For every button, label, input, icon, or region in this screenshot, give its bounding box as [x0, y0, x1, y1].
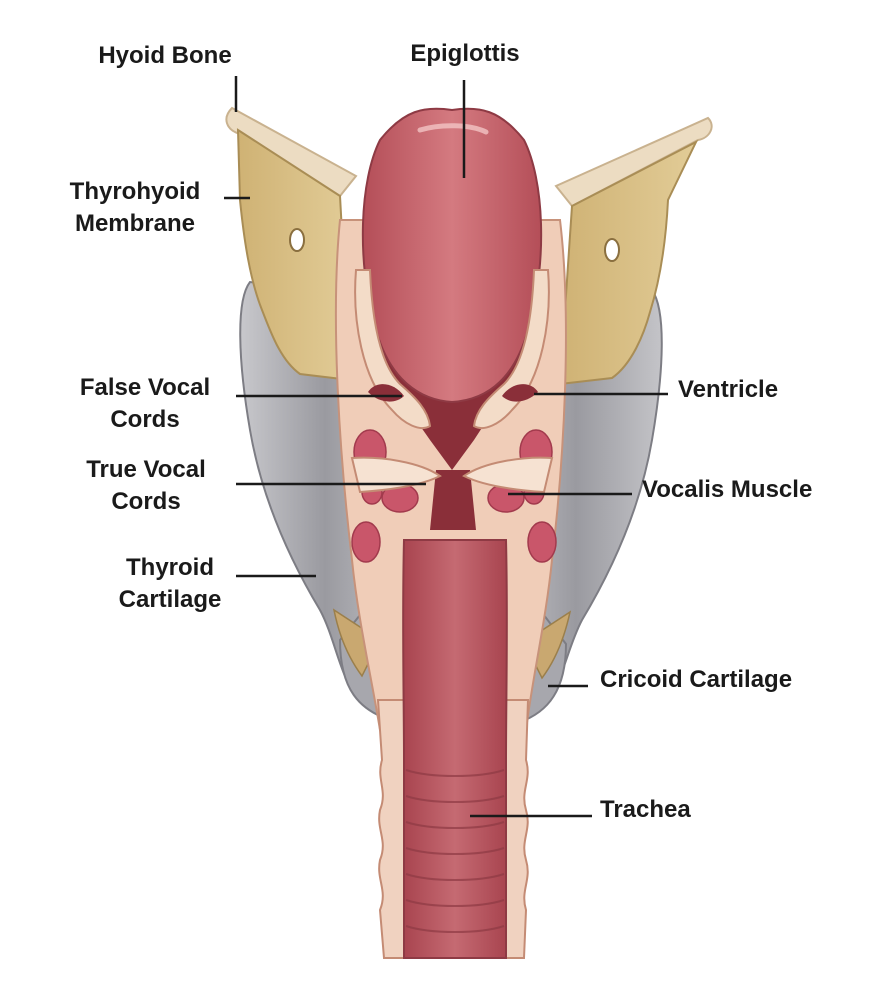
glottis-lumen	[430, 470, 476, 530]
label-ventricle-text: Ventricle	[678, 376, 779, 403]
label-hyoid-bone-text: Hyoid Bone	[98, 42, 232, 69]
epiglottis-highlight	[417, 123, 489, 135]
label-true-vocal-line2: Cords	[111, 488, 181, 515]
label-true-vocal-cords: True Vocal Cords	[66, 454, 226, 518]
label-true-vocal-line1: True Vocal	[86, 456, 206, 483]
leader-lines	[224, 76, 668, 818]
label-thyroid-line2: Cartilage	[118, 586, 222, 613]
label-ventricle: Ventricle	[678, 374, 838, 406]
label-epiglottis-text: Epiglottis	[410, 40, 520, 67]
label-thyrohyoid-line1: Thyrohyoid	[69, 178, 201, 205]
label-thyroid-line1: Thyroid	[126, 554, 214, 581]
label-cricoid-cartilage-text: Cricoid Cartilage	[600, 666, 793, 693]
tracheal-rings	[405, 769, 505, 933]
thyrohyoid-membrane-left	[236, 128, 352, 382]
label-vocalis-muscle-text: Vocalis Muscle	[642, 476, 813, 503]
label-false-vocal-line2: Cords	[110, 406, 180, 433]
label-thyroid-cartilage: Thyroid Cartilage	[100, 552, 240, 616]
label-cricoid-cartilage: Cricoid Cartilage	[600, 664, 850, 696]
membrane-foramen-right	[604, 238, 620, 262]
label-thyrohyoid-line2: Membrane	[74, 210, 196, 237]
membrane-foramen-left	[289, 228, 305, 252]
epiglottis-shape	[361, 107, 543, 404]
label-epiglottis: Epiglottis	[390, 38, 540, 70]
trachea-inner	[402, 539, 508, 959]
label-false-vocal-cords: False Vocal Cords	[60, 372, 230, 436]
label-trachea: Trachea	[600, 794, 740, 826]
label-false-vocal-line1: False Vocal	[79, 374, 211, 401]
label-hyoid-bone: Hyoid Bone	[80, 40, 250, 72]
label-thyrohyoid-membrane: Thyrohyoid Membrane	[50, 176, 220, 240]
thyrohyoid-membrane-right	[558, 139, 699, 386]
label-trachea-text: Trachea	[600, 796, 691, 823]
true-vocal-cord-right	[462, 456, 554, 494]
ventricle-pocket-right	[502, 384, 538, 402]
label-vocalis-muscle: Vocalis Muscle	[642, 474, 872, 506]
